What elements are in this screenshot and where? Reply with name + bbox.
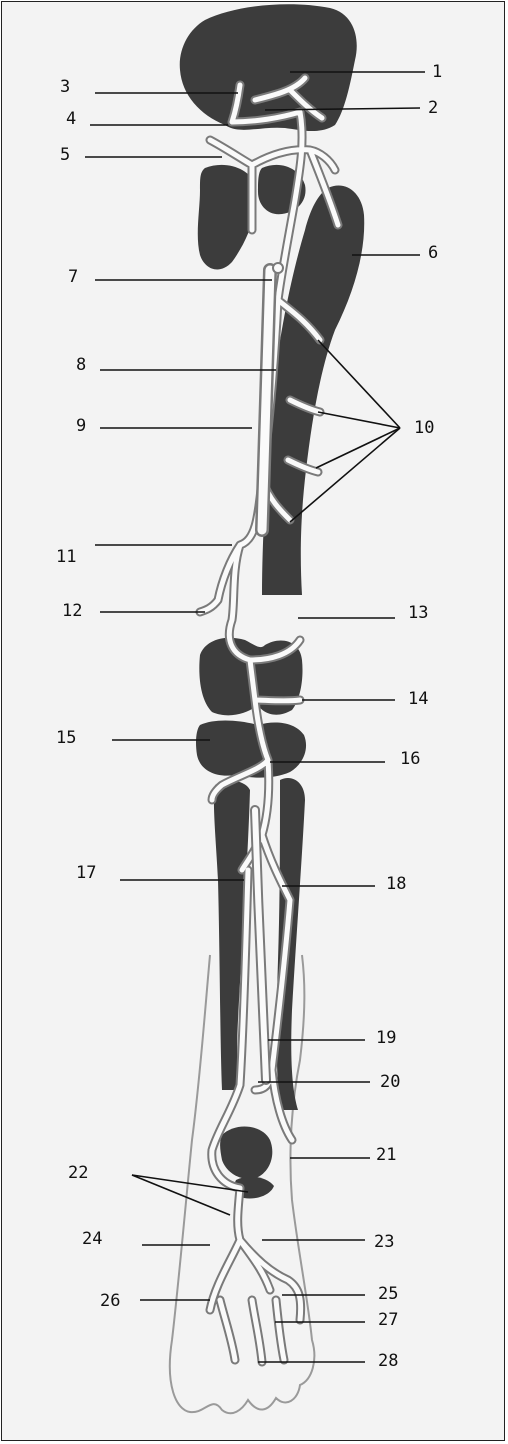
label-11: 11 xyxy=(56,547,76,567)
ischium-bone xyxy=(198,165,256,270)
label-15: 15 xyxy=(56,728,76,748)
pelvis-bone xyxy=(180,4,357,131)
leader-22b xyxy=(132,1175,230,1215)
label-24: 24 xyxy=(82,1229,102,1249)
label-23: 23 xyxy=(374,1232,394,1252)
label-2: 2 xyxy=(428,98,438,118)
label-27: 27 xyxy=(378,1310,398,1330)
label-9: 9 xyxy=(76,416,86,436)
leader-10c xyxy=(316,428,400,468)
label-21: 21 xyxy=(376,1145,396,1165)
talus-bone xyxy=(220,1126,272,1178)
label-19: 19 xyxy=(376,1028,396,1048)
label-14: 14 xyxy=(408,689,428,709)
label-12: 12 xyxy=(62,601,82,621)
label-26: 26 xyxy=(100,1291,120,1311)
label-8: 8 xyxy=(76,355,86,375)
label-13: 13 xyxy=(408,603,428,623)
label-28: 28 xyxy=(378,1351,398,1371)
label-16: 16 xyxy=(400,749,420,769)
label-17: 17 xyxy=(76,863,96,883)
label-18: 18 xyxy=(386,874,406,894)
label-25: 25 xyxy=(378,1284,398,1304)
label-20: 20 xyxy=(380,1072,400,1092)
label-3: 3 xyxy=(60,77,70,97)
label-22: 22 xyxy=(68,1163,88,1183)
femur-bone xyxy=(262,186,364,595)
label-6: 6 xyxy=(428,243,438,263)
label-5: 5 xyxy=(60,145,70,165)
label-10: 10 xyxy=(414,418,434,438)
label-7: 7 xyxy=(68,267,78,287)
label-4: 4 xyxy=(66,109,76,129)
label-1: 1 xyxy=(432,62,442,82)
